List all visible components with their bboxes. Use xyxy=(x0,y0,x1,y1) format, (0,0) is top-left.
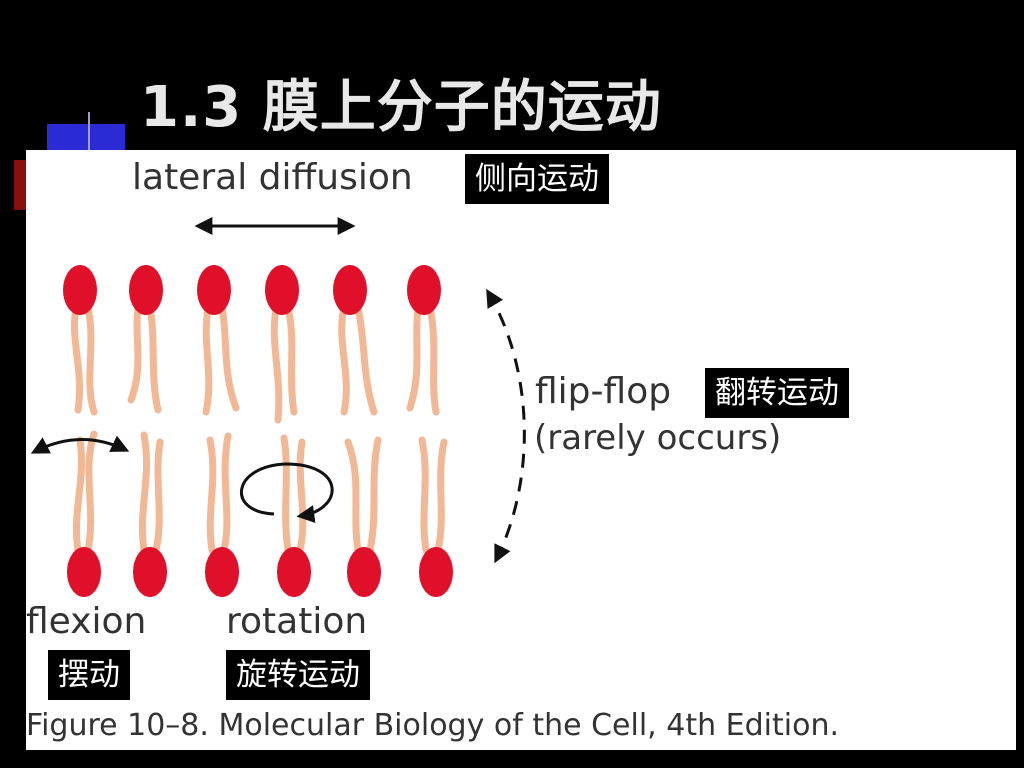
membrane-motion-figure: lateral diffusion 侧向运动 flip-flop 翻转运动 (r… xyxy=(26,150,1016,750)
lateral-diffusion-cn-badge: 侧向运动 xyxy=(465,154,609,204)
slide-title: 1.3 膜上分子的运动 xyxy=(140,75,662,140)
rotation-arrow xyxy=(239,462,334,523)
flip-flop-cn-badge: 翻转运动 xyxy=(705,368,849,418)
flip-flop-note: (rarely occurs) xyxy=(534,418,782,458)
upper-leaflet-tails xyxy=(70,304,440,424)
flexion-arrow xyxy=(30,435,130,454)
upper-leaflet-heads xyxy=(63,265,441,315)
rotation-cn-badge: 旋转运动 xyxy=(226,650,370,700)
rotation-label: rotation xyxy=(226,601,368,642)
flip-flop-arrow xyxy=(486,288,526,564)
lower-leaflet-heads xyxy=(67,547,453,597)
lateral-diffusion-label: lateral diffusion xyxy=(132,157,413,198)
figure-caption: Figure 10–8. Molecular Biology of the Ce… xyxy=(26,708,839,743)
decorative-vertical-line xyxy=(88,112,90,172)
lower-leaflet-tails xyxy=(72,430,448,554)
flip-flop-label: flip-flop xyxy=(535,371,672,412)
decorative-red-bar xyxy=(14,160,27,210)
flexion-label: flexion xyxy=(26,601,147,642)
flexion-cn-badge: 摆动 xyxy=(48,650,130,700)
lipid-bilayer-diagram xyxy=(30,217,526,597)
